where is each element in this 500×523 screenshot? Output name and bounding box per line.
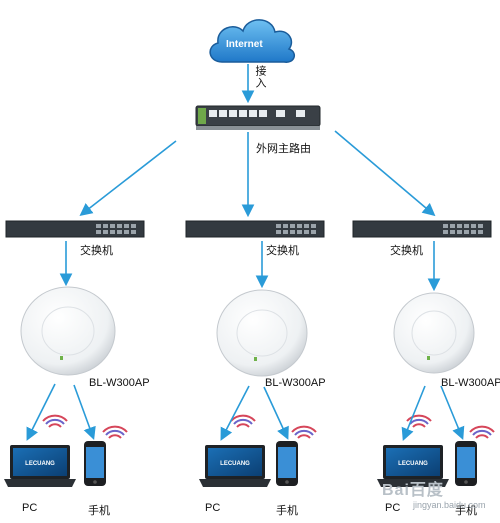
phone-icon [84,441,106,486]
svg-text:LECUANG: LECUANG [25,461,55,467]
arrow-router-to-switch-3 [334,130,436,217]
wifi-signal-icon [42,414,128,439]
pc-label-2: PC [205,502,221,514]
wifi-signal-icon [230,414,317,439]
branch-2: LECUANG [185,220,325,487]
arrow-ap-3-to-phone [440,385,465,440]
internet-cloud-icon [209,19,296,63]
phone-label-1: 手机 [88,505,110,517]
router-icon [195,105,321,130]
svg-text:LECUANG: LECUANG [220,461,250,467]
uplink-label: 接入 [254,65,266,89]
switch-icon [352,220,492,238]
ap-label-3: BL-W300AP [441,377,500,389]
branch-1: LECUANG [4,220,145,487]
access-point-icon [216,289,308,377]
arrow-ap-2-to-phone [263,386,289,440]
phone-icon [276,441,298,486]
switch-icon [5,220,145,238]
pc-label-3: PC [385,502,401,514]
phone-icon [455,441,477,486]
arrow-ap-1-to-laptop [26,383,56,441]
switch-icon [185,220,325,238]
phone-label-2: 手机 [276,505,298,517]
switch-label-1: 交换机 [80,245,113,257]
access-point-icon [393,292,475,374]
svg-text:LECUANG: LECUANG [398,461,428,467]
laptop-icon: LECUANG [199,445,271,487]
phone-label-3: 手机 [455,505,477,517]
pc-label-1: PC [22,502,38,514]
arrow-ap-3-to-laptop [401,385,426,441]
wifi-signal-icon [406,414,495,439]
laptop-icon: LECUANG [4,445,76,487]
ap-label-2: BL-W300AP [265,377,326,389]
ap-label-1: BL-W300AP [89,377,150,389]
internet-label: Internet [226,39,263,50]
switch-label-2: 交换机 [266,245,299,257]
watermark-logo: Bai百度 [382,482,444,499]
arrow-ap-2-to-laptop [220,385,250,441]
laptop-icon: LECUANG [377,445,449,487]
access-point-icon [20,286,116,376]
arrow-ap-1-to-phone [73,384,96,441]
router-label: 外网主路由 [256,143,311,155]
arrow-router-to-switch-1 [79,140,177,216]
switch-label-3: 交换机 [390,245,423,257]
watermark-url: jingyan.baidu.com [413,500,486,510]
branch-3: LECUANG [352,220,495,487]
